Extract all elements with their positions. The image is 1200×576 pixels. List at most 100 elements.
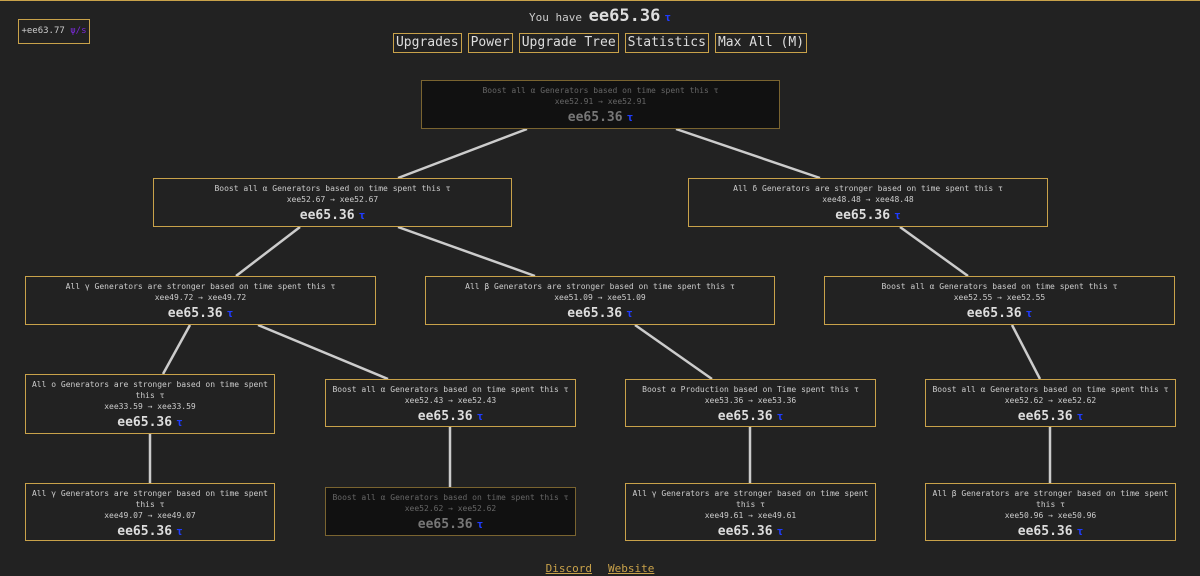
cost-value: ee65.36 (417, 409, 473, 424)
have-label: You have (529, 11, 583, 24)
connector (899, 225, 969, 278)
upgrade-effect: xee52.91 → xee52.91 (554, 97, 647, 106)
connector (397, 127, 528, 180)
cost-value: ee65.36 (167, 306, 223, 321)
production-rate: +ee63.77 ψ/s (18, 19, 90, 44)
currency-icon: τ (226, 307, 234, 320)
upgrade-effect: xee52.62 → xee52.62 (1004, 396, 1097, 405)
upgrade-node[interactable]: Boost all α Generators based on time spe… (925, 379, 1176, 427)
upgrade-node[interactable]: Boost α Production based on Time spent t… (625, 379, 876, 427)
cost-value: ee65.36 (567, 306, 623, 321)
upgrade-effect: xee33.59 → xee33.59 (104, 402, 196, 411)
upgrade-description: All β Generators are stronger based on t… (465, 282, 735, 291)
cost-value: ee65.36 (1017, 409, 1073, 424)
connector (634, 323, 713, 381)
website-link[interactable]: Website (608, 562, 655, 575)
upgrade-node[interactable]: Boost all α Generators based on time spe… (421, 80, 780, 129)
cost-value: ee65.36 (717, 524, 773, 539)
connector (675, 127, 821, 180)
statistics-button[interactable]: Statistics (624, 32, 709, 53)
currency-icon: τ (358, 209, 366, 222)
cost-value: ee65.36 (299, 208, 355, 223)
upgrade-description: All γ Generators are stronger based on t… (31, 489, 268, 509)
upgrade-tree-button[interactable]: Upgrade Tree (518, 32, 619, 53)
cost-value: ee65.36 (117, 524, 173, 539)
currency-icon: τ (626, 307, 633, 320)
currency-icon: τ (1076, 525, 1084, 538)
upgrade-effect: xee52.62 → xee52.62 (404, 504, 497, 513)
upgrade-node[interactable]: All β Generators are stronger based on t… (925, 483, 1176, 541)
upgrades-button[interactable]: Upgrades (392, 32, 462, 53)
upgrade-description: Boost all α Generators based on time spe… (881, 282, 1118, 291)
upgrade-effect: xee52.43 → xee52.43 (404, 396, 497, 405)
upgrade-effect: xee48.48 → xee48.48 (822, 195, 914, 204)
upgrade-description: Boost all α Generators based on time spe… (332, 493, 569, 502)
upgrade-effect: xee49.07 → xee49.07 (104, 511, 196, 520)
currency-icon: τ (776, 525, 784, 538)
connector (397, 225, 536, 278)
upgrade-node[interactable]: All γ Generators are stronger based on t… (25, 483, 275, 541)
upgrade-description: Boost all α Generators based on time spe… (214, 184, 451, 193)
currency-icon: τ (626, 111, 634, 124)
cost-value: ee65.36 (717, 409, 773, 424)
rate-unit: ψ/s (70, 26, 87, 36)
discord-link[interactable]: Discord (545, 562, 592, 575)
cost-value: ee65.36 (117, 415, 173, 430)
upgrade-node[interactable]: Boost all α Generators based on time spe… (153, 178, 512, 227)
upgrade-effect: xee52.55 → xee52.55 (953, 293, 1046, 302)
upgrade-effect: xee50.96 → xee50.96 (1004, 511, 1097, 520)
connector (235, 226, 301, 277)
cost-value: ee65.36 (1017, 524, 1073, 539)
upgrade-node[interactable]: All γ Generators are stronger based on t… (25, 276, 376, 325)
currency-icon: τ (176, 416, 183, 429)
upgrade-description: Boost α Production based on Time spent t… (642, 385, 859, 394)
currency-icon: τ (176, 525, 183, 538)
upgrade-description: All γ Generators are stronger based on t… (65, 282, 336, 291)
cost-value: ee65.36 (567, 110, 623, 125)
cost-value: ee65.36 (835, 208, 891, 223)
upgrade-description: Boost all α Generators based on time spe… (332, 385, 569, 394)
currency-icon: τ (664, 11, 671, 24)
connector (161, 324, 192, 375)
upgrade-effect: xee49.61 → xee49.61 (704, 511, 797, 520)
upgrade-effect: xee49.72 → xee49.72 (154, 293, 247, 302)
upgrade-node[interactable]: All ο Generators are stronger based on t… (25, 374, 275, 434)
upgrade-node[interactable]: Boost all α Generators based on time spe… (325, 379, 576, 427)
max-all-button[interactable]: Max All (M) (714, 32, 808, 53)
upgrade-node[interactable]: Boost all α Generators based on time spe… (824, 276, 1175, 325)
connector (257, 323, 389, 381)
connector (1010, 324, 1042, 380)
upgrade-node[interactable]: All β Generators are stronger based on t… (425, 276, 775, 325)
currency-icon: τ (776, 410, 784, 423)
cost-value: ee65.36 (966, 306, 1022, 321)
power-button[interactable]: Power (467, 32, 513, 53)
upgrade-effect: xee53.36 → xee53.36 (704, 396, 797, 405)
upgrade-description: All ο Generators are stronger based on t… (31, 380, 268, 400)
upgrade-node[interactable]: All δ Generators are stronger based on t… (688, 178, 1048, 227)
upgrade-description: Boost all α Generators based on time spe… (482, 86, 719, 95)
upgrade-node[interactable]: Boost all α Generators based on time spe… (325, 487, 576, 536)
currency-icon: τ (476, 410, 484, 423)
footer: Discord Website (0, 562, 1200, 575)
cost-value: ee65.36 (417, 517, 473, 532)
currency-icon: τ (1025, 307, 1033, 320)
upgrade-description: Boost all α Generators based on time spe… (932, 385, 1169, 394)
upgrade-node[interactable]: All γ Generators are stronger based on t… (625, 483, 876, 541)
currency-amount: ee65.36 (588, 6, 661, 26)
currency-icon: τ (894, 209, 901, 222)
